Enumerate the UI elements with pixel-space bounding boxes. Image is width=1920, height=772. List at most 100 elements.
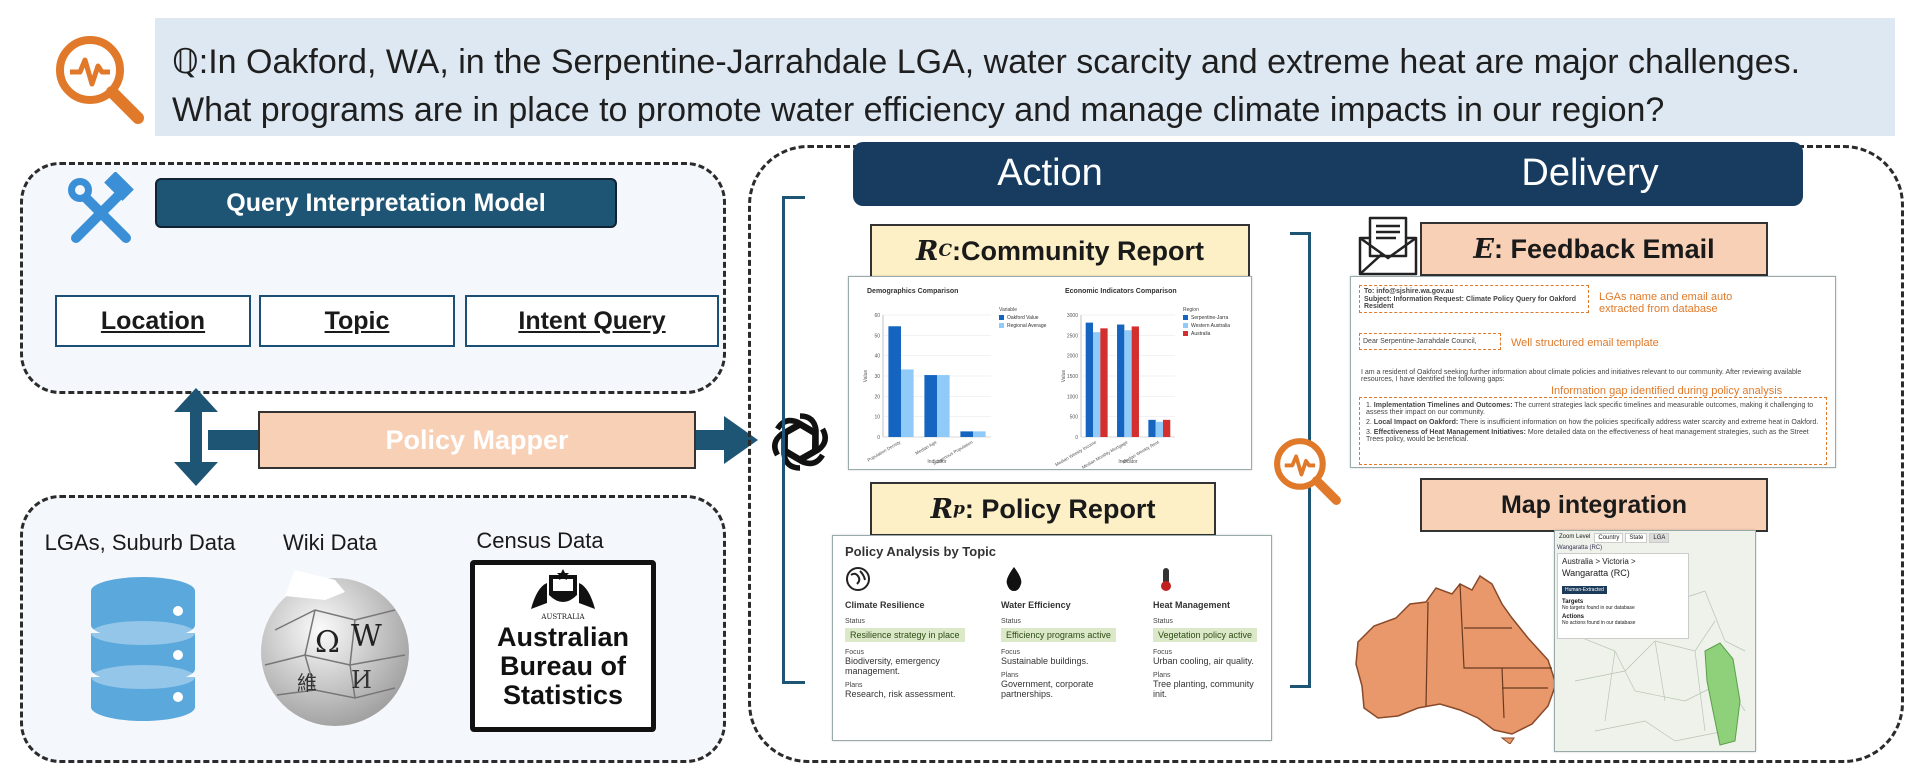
x-axis-label: Indicator	[1118, 459, 1138, 465]
map-tab-state[interactable]: State	[1625, 533, 1648, 543]
bar-3	[1131, 326, 1139, 437]
email-note-template: Well structured email template	[1511, 337, 1659, 349]
y-tick-label: 40	[874, 354, 880, 360]
source-label-lgas: LGAs, Suburb Data	[44, 530, 236, 555]
policy-col-heat-plans: Tree planting, community init.	[1153, 679, 1254, 699]
email-body: I am a resident of Oakford seeking furth…	[1361, 369, 1802, 383]
policy-col-water-plans: Government, corporate partnerships.	[1001, 679, 1094, 699]
policy-report-heading: Policy Analysis by Topic	[845, 544, 996, 559]
legend-title: Region	[1183, 307, 1199, 313]
policy-col-heat-focus-label: Focus	[1153, 649, 1173, 656]
feedback-email-title: E: Feedback Email	[1420, 222, 1768, 276]
policy-col-water-status: Efficiency programs active	[1001, 628, 1116, 642]
delivery-label: Delivery	[1521, 152, 1659, 194]
query-interpretation-title: Query Interpretation Model	[155, 178, 617, 228]
email-item-2: 2. Local Impact on Oakford: There is ins…	[1366, 419, 1819, 426]
policy-report-symbol: R	[930, 493, 954, 525]
y-tick-label: 0	[877, 435, 880, 441]
legend-entry: Serpentine-Jarra	[1191, 315, 1228, 321]
svg-text:И: И	[351, 666, 372, 694]
y-tick-label: 1500	[1067, 374, 1078, 380]
legend-swatch	[1183, 323, 1188, 328]
map-actions-label: Actions	[1562, 614, 1585, 620]
policy-col-climate-status-label: Status	[845, 618, 865, 625]
community-report-label: :Community Report	[951, 235, 1204, 266]
y-tick-label: 20	[874, 394, 880, 400]
email-to: To: info@sjshire.wa.gov.au	[1364, 288, 1454, 295]
svg-text:W: W	[351, 619, 382, 654]
query-line-1: In Oakford, WA, in the Serpentine-Jarrah…	[208, 43, 1801, 81]
bar-1	[1085, 322, 1094, 437]
policy-col-climate-name: Climate Resilience	[845, 600, 925, 610]
email-item-2-title: Local Impact on Oakford:	[1373, 419, 1459, 426]
svg-text:Ω: Ω	[315, 625, 340, 660]
query-text: ℚ:In Oakford, WA, in the Serpentine-Jarr…	[172, 38, 1892, 134]
x-axis-label: Indicator	[927, 459, 947, 465]
policy-col-climate-plans-label: Plans	[845, 682, 863, 689]
bar-1	[924, 375, 937, 437]
email-item-2-text: There is insufficient information on how…	[1458, 419, 1819, 426]
map-info-card: Australia > Victoria > Wangaratta (RC) H…	[1557, 553, 1689, 639]
bar-1	[1148, 419, 1156, 437]
policy-col-water-focus: Sustainable buildings.	[1001, 656, 1089, 666]
legend-entry: Australia	[1191, 331, 1211, 337]
policy-col-climate-focus: Biodiversity, emergency management.	[845, 656, 940, 676]
legend-entry: Western Australia	[1191, 323, 1230, 329]
water-drop-icon	[1001, 566, 1027, 592]
bar-2	[1093, 332, 1101, 437]
envelope-icon	[1356, 214, 1420, 276]
australia-map-icon	[1352, 568, 1564, 745]
feedback-email-label: : Feedback Email	[1494, 233, 1715, 264]
map-tab-zoom[interactable]: Zoom Level	[1559, 534, 1591, 540]
policy-col-water-name: Water Efficiency	[1001, 600, 1071, 610]
y-axis-label: Value	[1061, 370, 1067, 383]
email-item-1-title: Implementation Timelines and Outcomes:	[1373, 402, 1513, 409]
community-report-charts: Demographics Comparison6050403020100Popu…	[863, 288, 1230, 470]
email-item-3-text: More detailed data on the effectiveness …	[1366, 429, 1809, 443]
policy-col-climate-focus-label: Focus	[845, 649, 865, 656]
y-tick-label: 50	[874, 333, 880, 339]
policy-report-sub: p	[953, 499, 965, 519]
map-tab-row: Zoom Level Country State LGA	[1557, 533, 1670, 543]
map-badge: Human-Extracted	[1562, 586, 1607, 594]
legend-swatch	[999, 315, 1004, 320]
map-top-link[interactable]: Wangaratta (RC)	[1557, 545, 1603, 551]
action-label: Action	[997, 152, 1103, 194]
chart-title: Demographics Comparison	[867, 288, 958, 295]
y-axis-label: Value	[863, 370, 869, 383]
email-gap-list: 1. Implementation Timelines and Outcomes…	[1359, 397, 1827, 465]
y-tick-label: 500	[1070, 415, 1079, 421]
legend-swatch	[1183, 331, 1188, 336]
email-item-3-title: Effectiveness of Heat Management Initiat…	[1373, 429, 1526, 436]
legend-title: Variable	[999, 307, 1017, 313]
abs-line-1: Australian	[496, 622, 630, 652]
email-note-gap: Information gap identified during policy…	[1551, 385, 1783, 397]
legend-swatch	[999, 323, 1004, 328]
email-header-box: To: info@sjshire.wa.gov.au Subject: Info…	[1359, 285, 1589, 313]
search-analytics-icon-small	[1268, 432, 1344, 508]
coat-of-arms-icon	[531, 569, 595, 609]
email-greeting: Dear Serpentine-Jarrahdale Council,	[1359, 333, 1501, 350]
email-item-1-text: The current strategies lack specific tim…	[1366, 402, 1814, 416]
policy-report-label: : Policy Report	[964, 493, 1156, 524]
left-bracket	[782, 196, 805, 684]
policy-col-water-plans-label: Plans	[1001, 672, 1019, 679]
map-tab-lga[interactable]: LGA	[1649, 533, 1670, 543]
map-breadcrumb[interactable]: Australia > Victoria >	[1562, 557, 1636, 566]
svg-text:維: 維	[297, 671, 317, 695]
abs-logo: AUSTRALIA Australian Bureau of Statistic…	[470, 560, 656, 732]
y-tick-label: 3000	[1067, 313, 1078, 319]
map-tab-country[interactable]: Country	[1594, 533, 1624, 543]
policy-col-climate-status: Resilience strategy in place	[845, 628, 965, 642]
policy-col-climate-plans: Research, risk assessment.	[845, 689, 956, 699]
x-tick-label: Median Age	[914, 439, 938, 455]
chip-location: Location	[55, 295, 251, 347]
x-tick-label: Population Density	[866, 439, 902, 462]
legend-entry: Regional Average	[1007, 323, 1047, 329]
email-item-3: 3. Effectiveness of Heat Management Init…	[1366, 429, 1809, 443]
email-note-auto-extracted: LGAs name and email auto extracted from …	[1599, 291, 1733, 315]
y-tick-label: 30	[874, 374, 880, 380]
legend-swatch	[1183, 315, 1188, 320]
